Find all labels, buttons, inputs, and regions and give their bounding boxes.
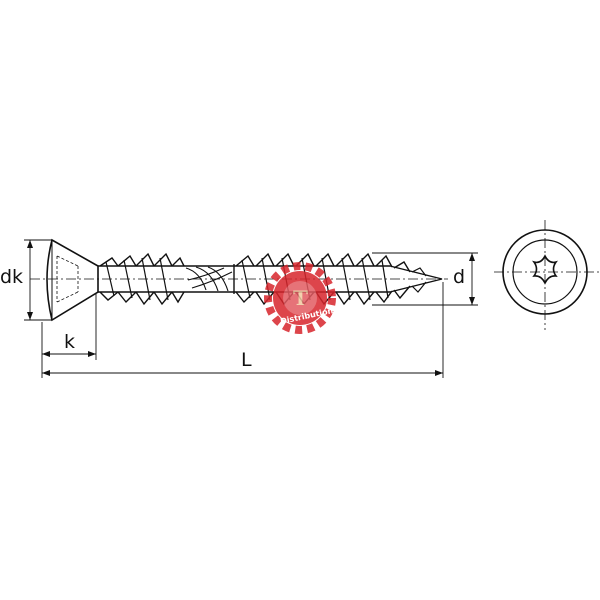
head-inner-circle (512, 239, 578, 305)
logo-mark: T (293, 286, 308, 310)
torx-drive-icon (532, 254, 558, 285)
L-label: L (241, 349, 252, 371)
dimension-lines: dk k L d (0, 239, 478, 378)
head-outer-circle (502, 229, 588, 315)
dk-label: dk (0, 266, 23, 288)
twisted-shank-section (185, 264, 235, 294)
screw-shank (98, 265, 443, 293)
screw-head (46, 238, 99, 322)
distribution-logo-watermark: T Distribution (264, 262, 336, 334)
upper-thread (99, 252, 185, 306)
k-label: k (64, 331, 75, 353)
screw-head-top-view (494, 220, 600, 330)
screw-side-view (30, 238, 448, 322)
d-label: d (453, 266, 465, 288)
